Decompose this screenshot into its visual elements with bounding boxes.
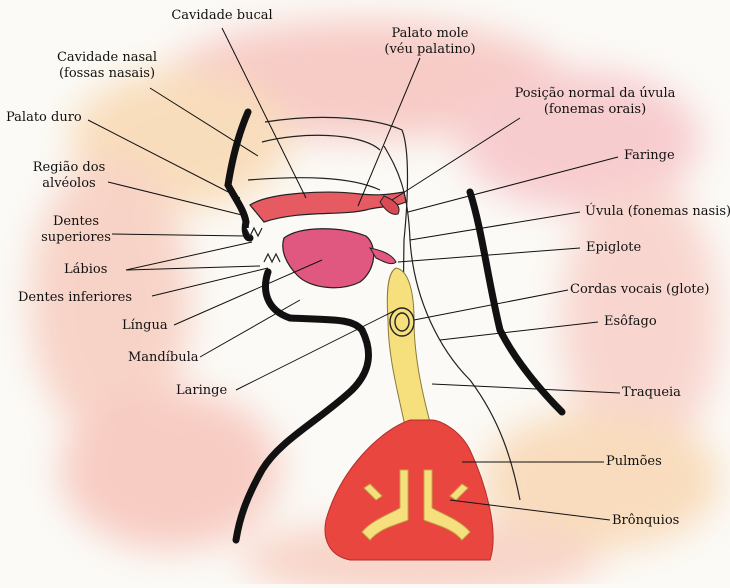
label-cordas-vocais: Cordas vocais (glote) xyxy=(570,282,709,298)
label-epiglote: Epiglote xyxy=(586,240,641,256)
label-bronquios: Brônquios xyxy=(612,513,679,529)
back-of-neck xyxy=(470,192,562,412)
label-dentes-superiores: Dentes superiores xyxy=(36,214,116,246)
label-cavidade-nasal-line2: (fossas nasais) xyxy=(42,66,172,82)
label-cavidade-bucal: Cavidade bucal xyxy=(162,8,282,24)
label-mandibula: Mandíbula xyxy=(128,350,199,366)
label-esofago: Esôfago xyxy=(604,314,657,330)
label-traqueia: Traqueia xyxy=(622,385,681,401)
label-palato-mole-line1: Palato mole xyxy=(370,26,490,42)
label-posicao-uvula-line1: Posição normal da úvula xyxy=(500,86,690,102)
label-regiao-alveolos: Região dos alvéolos xyxy=(24,160,114,192)
label-posicao-uvula-line2: (fonemas orais) xyxy=(500,102,690,118)
label-cavidade-nasal-line1: Cavidade nasal xyxy=(42,50,172,66)
label-pulmoes: Pulmões xyxy=(606,454,662,470)
label-uvula-nasais: Úvula (fonemas nasis) xyxy=(585,204,730,220)
label-regiao-alveolos-line2: alvéolos xyxy=(24,176,114,192)
palate-shape xyxy=(250,192,406,222)
label-palato-mole-line2: (véu palatino) xyxy=(370,42,490,58)
label-palato-mole: Palato mole (véu palatino) xyxy=(370,26,490,58)
label-dentes-superiores-line2: superiores xyxy=(36,230,116,246)
lungs-shape xyxy=(325,420,493,560)
label-labios: Lábios xyxy=(64,262,107,278)
label-faringe: Faringe xyxy=(624,148,675,164)
label-cavidade-nasal: Cavidade nasal (fossas nasais) xyxy=(42,50,172,82)
label-lingua: Língua xyxy=(122,318,168,334)
tongue-shape xyxy=(283,229,374,288)
label-posicao-uvula: Posição normal da úvula (fonemas orais) xyxy=(500,86,690,118)
label-regiao-alveolos-line1: Região dos xyxy=(24,160,114,176)
lower-teeth xyxy=(264,254,280,262)
label-palato-duro: Palato duro xyxy=(6,110,82,126)
label-laringe: Laringe xyxy=(176,383,227,399)
label-dentes-superiores-line1: Dentes xyxy=(36,214,116,230)
label-dentes-inferiores: Dentes inferiores xyxy=(18,290,132,306)
